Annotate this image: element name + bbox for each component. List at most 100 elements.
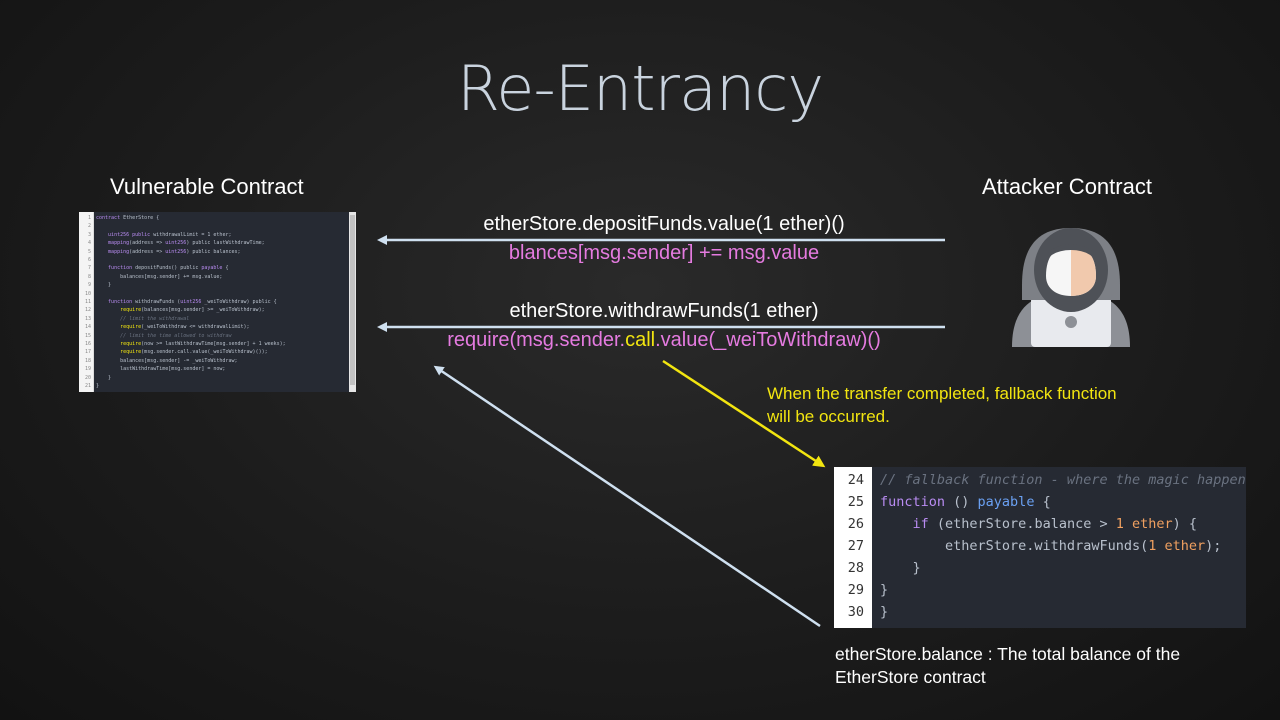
line-number: 12 — [84, 307, 91, 314]
code-token: ether — [1132, 516, 1173, 532]
line-number: 25 — [847, 494, 864, 510]
code-line: 29} — [834, 579, 1246, 601]
line-number: 9 — [87, 282, 91, 289]
line-number: 24 — [847, 472, 864, 488]
line-number-gutter — [834, 467, 872, 628]
balance-caption-line-1: etherStore.balance : The total balance o… — [835, 644, 1181, 664]
line-number: 7 — [87, 265, 91, 272]
code-token: 1 — [1148, 538, 1157, 554]
code-token: require — [120, 341, 142, 347]
code-token: etherStore.withdrawFunds( — [880, 538, 1149, 554]
code-text: require(msg.sender.call.value(_weiToWith… — [96, 348, 268, 356]
code-text: function () payable { — [880, 491, 1051, 513]
vulnerable-contract-label: Vulnerable Contract — [110, 174, 304, 199]
line-number: 6 — [87, 257, 91, 263]
code-token: depositFunds() public — [135, 265, 202, 272]
code-token: mapping — [108, 240, 130, 247]
line-number: 2 — [87, 223, 91, 230]
line-number: 19 — [84, 366, 91, 373]
line-number: 14 — [84, 324, 91, 331]
code-token: { — [222, 265, 229, 272]
line-number: 11 — [84, 299, 91, 305]
code-token: payable — [201, 265, 223, 272]
require-call-text: require(msg.sender.call.value(_weiToWith… — [380, 329, 948, 352]
code-text: } — [96, 382, 99, 390]
code-token: ) public balances; — [186, 248, 241, 255]
code-token: (_weiToWithdraw <= withdrawalLimit); — [141, 324, 250, 331]
code-text: etherStore.withdrawFunds(1 ether); — [880, 535, 1221, 557]
code-token: contract — [96, 215, 124, 221]
code-token: function — [880, 494, 946, 510]
line-number: 4 — [87, 240, 91, 247]
slide-title: Re-Entrancy — [456, 52, 824, 125]
deposit-call-text: etherStore.depositFunds.value(1 ether)() — [483, 213, 845, 235]
fallback-note: When the transfer completed, fallback fu… — [767, 382, 1187, 428]
balance-caption: etherStore.balance : The total balance o… — [835, 643, 1235, 689]
code-token: balances[msg.sender] += msg.value; — [96, 273, 223, 280]
code-token: ) { — [1172, 516, 1198, 532]
code-token: (msg.sender.call.value(_weiToWithdraw)()… — [141, 349, 268, 356]
scrollbar-thumb[interactable] — [350, 215, 355, 385]
withdraw-call-text: etherStore.withdrawFunds(1 ether) — [509, 300, 819, 322]
line-number: 29 — [847, 582, 864, 598]
code-token: } — [880, 560, 921, 576]
fallback-trigger-arrow — [662, 359, 826, 468]
scrollbar[interactable] — [349, 212, 356, 392]
code-token: (address => — [129, 248, 166, 255]
code-token: uint256 — [165, 248, 187, 255]
balance-update-text: blances[msg.sender] += msg.value — [508, 242, 820, 264]
code-text: // limit the time allowed to withdraw — [96, 332, 231, 340]
code-text: } — [96, 374, 111, 382]
balance-caption-line-2: EtherStore contract — [835, 667, 986, 687]
code-token: { — [1034, 494, 1051, 510]
code-token: require — [120, 324, 142, 331]
code-token: (balances[msg.sender] >= _weiToWithdraw)… — [141, 307, 265, 314]
code-token: function — [108, 299, 136, 305]
code-text: } — [880, 579, 888, 601]
code-token: balances[msg.sender] -= _weiToWithdraw; — [96, 357, 238, 364]
fallback-note-line-2: will be occurred. — [767, 407, 890, 426]
line-number: 16 — [84, 341, 91, 347]
code-token: require — [120, 307, 142, 314]
code-token: (etherStore.balance > — [928, 516, 1116, 532]
code-line: 25 function () payable { — [834, 491, 1246, 513]
code-text: } — [880, 557, 921, 579]
code-text: function withdrawFunds (uint256 _weiToWi… — [96, 298, 277, 306]
code-token: (address => — [129, 240, 166, 247]
code-line: 27 etherStore.withdrawFunds(1 ether); — [834, 535, 1246, 557]
line-number: 18 — [84, 357, 91, 364]
code-token: // limit the withdrawal — [96, 315, 190, 322]
code-text: require(now >= lastWithdrawTime[msg.send… — [96, 340, 286, 348]
code-token: } — [96, 282, 112, 289]
code-line: 24 // fallback function - where the magic… — [834, 469, 1246, 491]
code-text: // limit the withdrawal — [96, 315, 189, 323]
code-token: ) public lastWithdrawTime; — [186, 240, 265, 247]
code-token: (now >= lastWithdrawTime[msg.sender] + 1… — [141, 341, 286, 347]
line-number: 15 — [84, 332, 91, 339]
code-line: 28 } — [834, 557, 1246, 579]
code-token: } — [880, 604, 889, 620]
code-token: // fallback function - where the magic h… — [880, 472, 1246, 488]
code-token: () — [945, 494, 978, 510]
code-token: 1 — [1115, 516, 1124, 532]
code-text: mapping(address => uint256) public lastW… — [96, 239, 265, 247]
code-text: function depositFunds() public payable { — [96, 264, 228, 272]
code-token: ); — [1205, 538, 1222, 554]
code-token: payable — [977, 494, 1035, 510]
line-number: 17 — [84, 349, 91, 356]
code-line: 26 if (etherStore.balance > 1 ether) { — [834, 513, 1246, 535]
line-number: 28 — [847, 560, 864, 576]
code-token: withdrawalLimit = 1 ether; — [153, 231, 232, 238]
code-body — [94, 212, 349, 392]
code-line: 30} — [834, 601, 1246, 623]
line-number: 13 — [84, 315, 91, 322]
code-token: require — [120, 349, 142, 356]
attacker-contract-label: Attacker Contract — [982, 174, 1152, 199]
code-token: } — [96, 383, 100, 389]
line-number: 26 — [847, 516, 864, 532]
call-keyword: call — [625, 329, 656, 351]
code-token: uint256 — [165, 240, 187, 247]
code-token: EtherStore { — [123, 215, 160, 221]
